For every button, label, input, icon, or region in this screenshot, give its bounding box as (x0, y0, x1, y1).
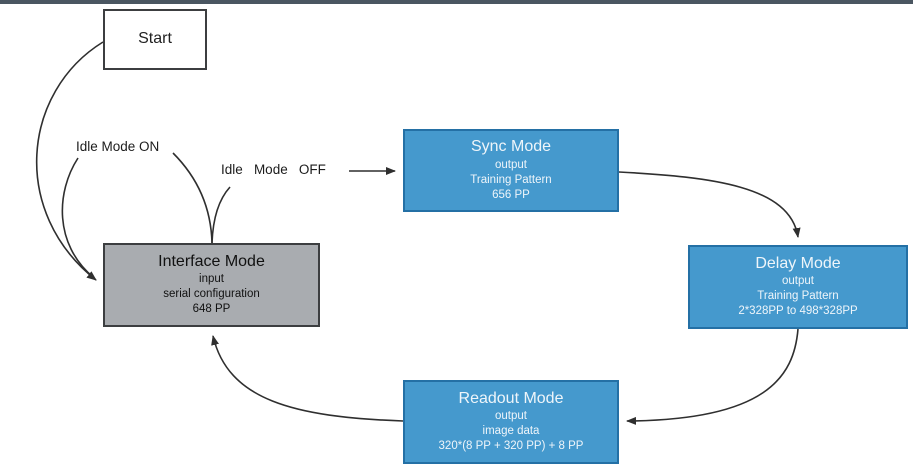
edge-label-idle-mode-on: Idle Mode ON (76, 139, 160, 154)
node-sync-line: 656 PP (492, 188, 530, 201)
node-sync-title: Sync Mode (470, 138, 552, 156)
edge-sync-to-delay (618, 171, 801, 238)
edge-delay-to-readout (626, 328, 799, 425)
node-delay-mode: Delay Mode output Training Pattern 2*328… (688, 245, 908, 329)
node-delay-line: 2*328PP to 498*328PP (738, 305, 858, 318)
node-readout-line: 320*(8 PP + 320 PP) + 8 PP (438, 440, 584, 453)
node-readout-mode: Readout Mode output image data 320*(8 PP… (403, 380, 619, 464)
node-delay-line: output (782, 275, 814, 288)
node-interface-title: Interface Mode (158, 252, 265, 270)
edge-idle-on-loop-right (172, 152, 213, 244)
node-start: Start (103, 9, 207, 70)
node-interface-line: serial configuration (163, 288, 260, 301)
node-readout-line: image data (482, 425, 540, 438)
node-delay-line: Training Pattern (757, 290, 839, 303)
node-interface-line: input (199, 273, 224, 286)
node-interface-line: 648 PP (192, 303, 231, 316)
node-readout-title: Readout Mode (458, 389, 564, 407)
node-interface-mode: Interface Mode input serial configuratio… (103, 243, 320, 327)
node-start-title: Start (138, 29, 172, 47)
edge-label-idle-mode-off: Idle Mode OFF (221, 162, 326, 177)
node-sync-line: Training Pattern (470, 173, 552, 186)
node-sync-line: output (495, 158, 527, 171)
top-border-bar (0, 0, 913, 4)
edge-readout-to-interface (211, 335, 404, 422)
node-delay-title: Delay Mode (755, 254, 841, 272)
edge-start-to-interface (35, 41, 104, 281)
edge-idle-on-loop-left (61, 157, 94, 278)
node-readout-line: output (495, 410, 527, 423)
edge-idle-off-stem (211, 186, 231, 244)
node-sync-mode: Sync Mode output Training Pattern 656 PP (403, 129, 619, 212)
